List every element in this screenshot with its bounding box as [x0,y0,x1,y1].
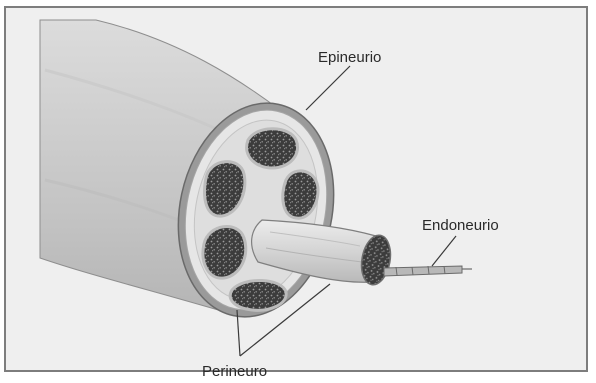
fascicle [230,280,286,310]
fascicle [247,129,298,168]
label-perineuro: Perineuro [202,364,267,379]
label-endoneurio: Endoneurio [422,218,499,233]
label-epineurio: Epineurio [318,50,381,65]
epineurio-leader [306,66,350,110]
fascicle [203,227,246,279]
nerve-fiber [384,266,472,276]
endoneurio-leader [432,236,456,266]
fascicle [283,171,318,218]
